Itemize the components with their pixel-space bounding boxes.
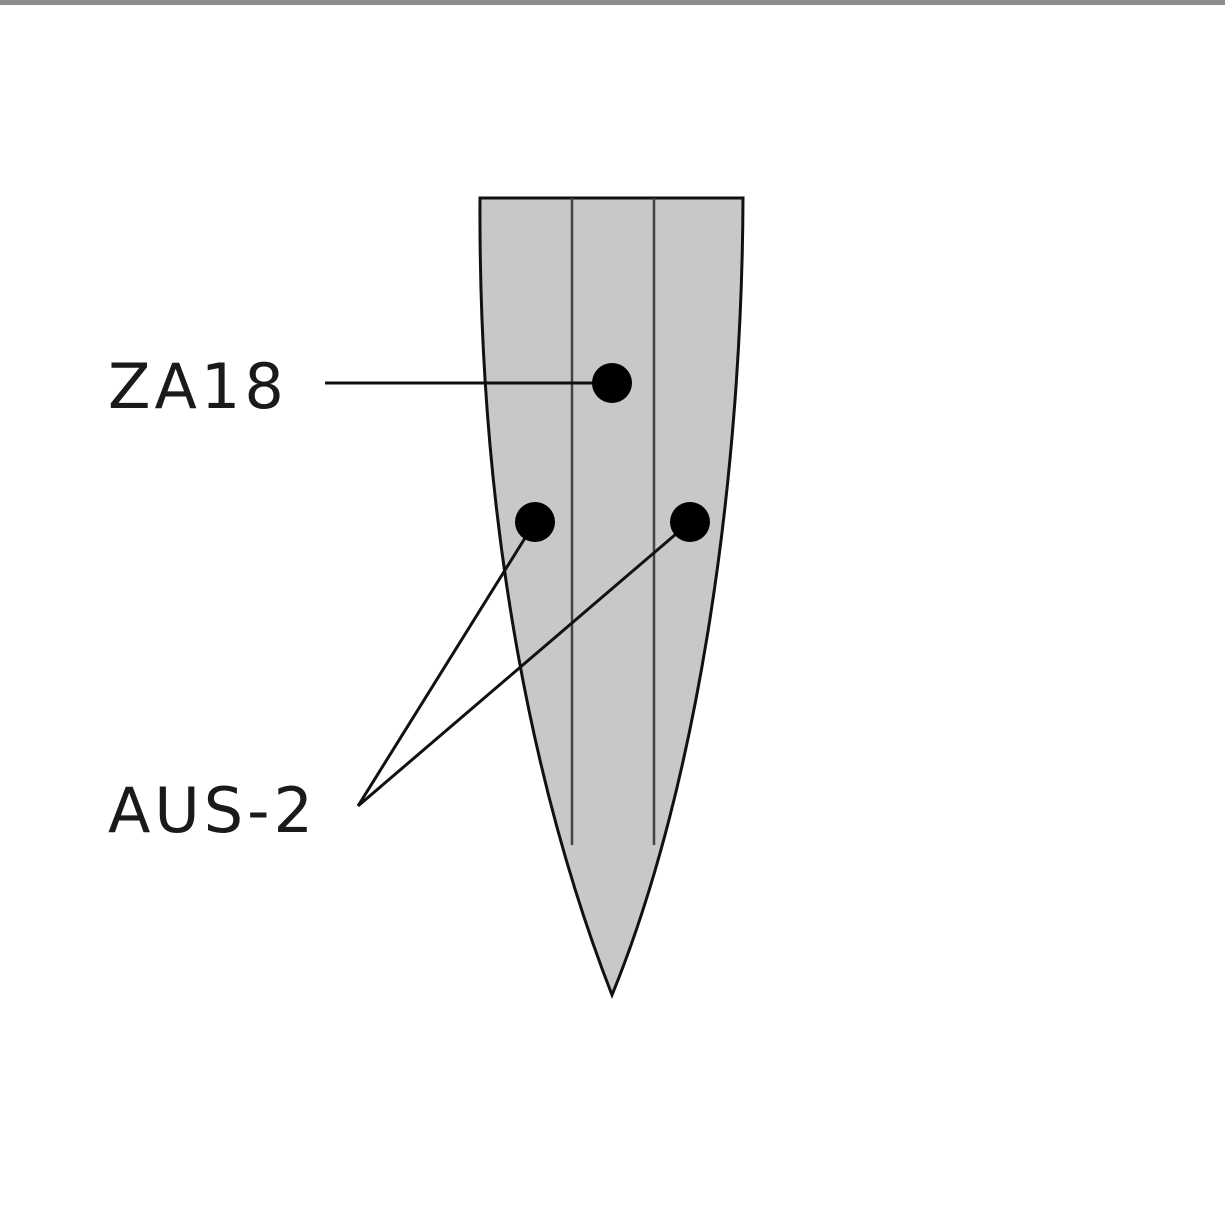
- leader-line-lower-right: [357, 520, 691, 808]
- marker-left-cladding: [515, 502, 555, 542]
- label-upper: ZA18: [108, 350, 288, 423]
- leader-line-lower-left: [356, 521, 537, 807]
- marker-core-layer: [592, 363, 632, 403]
- top-border-rule: [0, 0, 1225, 5]
- label-lower: AUS-2: [108, 774, 317, 847]
- marker-right-cladding: [670, 502, 710, 542]
- blade-body: [478, 196, 745, 1000]
